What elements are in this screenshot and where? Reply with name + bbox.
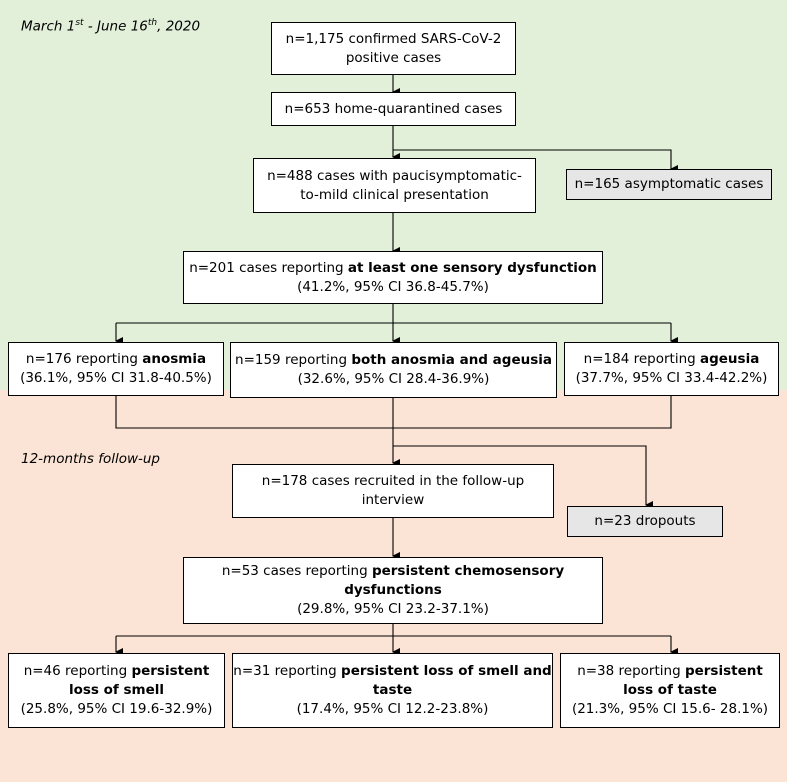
persistent-taste-box: n=38 reporting persistent loss of taste … bbox=[560, 653, 780, 728]
persistent-dysfunction-box: n=53 cases reporting persistent chemosen… bbox=[183, 557, 603, 624]
arrow-to-dropouts bbox=[393, 445, 653, 509]
recruited-followup-box: n=178 cases recruited in the follow-up i… bbox=[232, 464, 554, 518]
persistent-smell-taste-box: n=31 reporting persistent loss of smell … bbox=[232, 653, 553, 728]
home-quarantined-box: n=653 home-quarantined cases bbox=[271, 92, 516, 126]
both-anosmia-ageusia-box: n=159 reporting both anosmia and ageusia… bbox=[230, 342, 557, 398]
ageusia-box: n=184 reporting ageusia (37.7%, 95% CI 3… bbox=[564, 342, 779, 396]
initial-phase-label: March 1st - June 16th, 2020 bbox=[21, 18, 201, 35]
mild-presentation-box: n=488 cases with paucisymptomatic- to-mi… bbox=[253, 158, 536, 213]
sensory-dysfunction-box: n=201 cases reporting at least one senso… bbox=[183, 251, 603, 304]
dropouts-box: n=23 dropouts bbox=[567, 506, 723, 537]
followup-phase-label: 12-months follow-up bbox=[21, 451, 161, 467]
persistent-smell-box: n=46 reporting persistent loss of smell … bbox=[8, 653, 225, 728]
arrow-home-to-asymptomatic bbox=[393, 149, 678, 173]
anosmia-box: n=176 reporting anosmia (36.1%, 95% CI 3… bbox=[8, 342, 224, 396]
asymptomatic-box: n=165 asymptomatic cases bbox=[566, 169, 772, 200]
confirmed-cases-box: n=1,175 confirmed SARS-CoV-2 positive ca… bbox=[271, 22, 516, 75]
